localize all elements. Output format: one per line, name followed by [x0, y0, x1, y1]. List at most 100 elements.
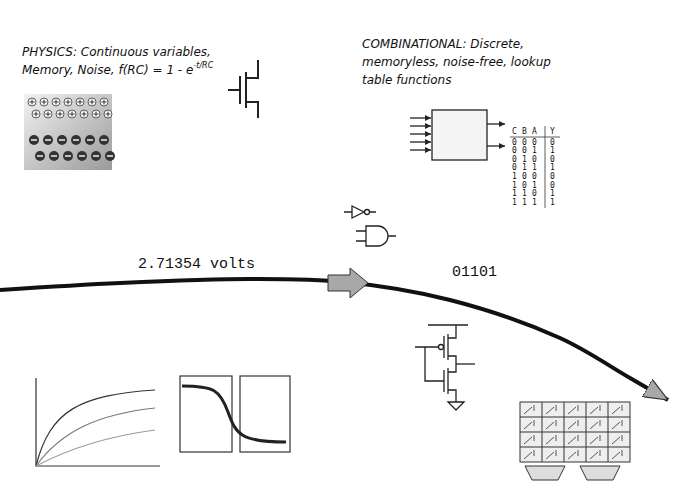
- cmos-schematic: [415, 325, 475, 410]
- semiconductor-lattice-stroke: [66, 100, 71, 105]
- memory-array-stroke: [590, 435, 600, 444]
- semiconductor-lattice-stroke: [94, 112, 99, 117]
- blob-outline: [300, 10, 668, 494]
- semiconductor-lattice-stroke: [65, 155, 71, 156]
- logic-block-stroke: [432, 110, 487, 160]
- semiconductor-lattice-stroke: [42, 100, 47, 105]
- memory-array: [520, 402, 630, 480]
- logic-block-stroke: [487, 123, 505, 124]
- binary-value: 01101: [452, 264, 497, 281]
- truth-table-cell: 0: [550, 182, 555, 190]
- memory-array-stroke: [546, 450, 556, 459]
- truth-table-rules-stroke: [545, 126, 546, 208]
- region-heading: PHYSICS: Continuous variables, Memory, N…: [22, 45, 211, 77]
- semiconductor-lattice-stroke: [63, 151, 73, 161]
- semiconductor-lattice-stroke: [79, 155, 85, 156]
- semiconductor-lattice-stroke: [78, 100, 83, 105]
- truth-table-cell: 0: [522, 182, 527, 190]
- truth-table-cell: 0: [512, 139, 517, 147]
- truth-table-cell: 1: [522, 164, 527, 172]
- truth-table-cell: 0: [522, 147, 527, 155]
- truth-table-cell: 1: [550, 199, 555, 207]
- memory-array-stroke: [580, 466, 620, 480]
- rc-curve-graph-stroke: [36, 378, 160, 466]
- semiconductor-lattice-stroke: [29, 135, 39, 145]
- memory-array-stroke: [612, 405, 622, 414]
- cmos-schematic-stroke: [415, 347, 444, 381]
- semiconductor-lattice-stroke: [107, 155, 113, 156]
- voltage-value: 2.71354 volts: [138, 256, 255, 273]
- truth-table-cell: 1: [522, 199, 527, 207]
- memory-array-stroke: [520, 447, 630, 448]
- semiconductor-lattice-stroke: [46, 112, 51, 117]
- semiconductor-lattice-stroke: [57, 135, 67, 145]
- semiconductor-lattice-stroke: [51, 155, 57, 156]
- transistor-symbol: [228, 60, 258, 118]
- memory-array-stroke: [564, 402, 565, 462]
- rc-curve-graph-stroke: [36, 390, 155, 466]
- exponent-text: -t/RC: [193, 61, 213, 70]
- truth-table-rules: [510, 126, 560, 208]
- semiconductor-lattice-stroke: [32, 110, 40, 118]
- semiconductor-lattice-stroke: [54, 100, 59, 105]
- semiconductor-lattice-stroke: [31, 139, 37, 140]
- memory-array-stroke: [524, 435, 534, 444]
- truth-table-cell: 0: [532, 173, 537, 181]
- logic-gates-stroke: [352, 206, 364, 218]
- semiconductor-lattice-stroke: [82, 112, 87, 117]
- truth-table-cell: 1: [550, 164, 555, 172]
- memory-array-stroke: [590, 450, 600, 459]
- transfer-curve: [180, 376, 290, 452]
- memory-array-stroke: [546, 435, 556, 444]
- logic-block-stroke: [487, 145, 505, 146]
- memory-array-stroke: [568, 405, 578, 414]
- truth-table-cell: A: [532, 128, 537, 136]
- memory-array-stroke: [520, 402, 630, 462]
- semiconductor-lattice-stroke: [59, 139, 65, 140]
- truth-table-cell: 1: [550, 147, 555, 155]
- rc-curve-graph: [36, 378, 160, 466]
- rc-curve-graph-stroke: [36, 430, 155, 466]
- logic-block-stroke: [410, 125, 431, 126]
- memory-array-stroke: [568, 450, 578, 459]
- rc-curve-graph-stroke: [36, 408, 155, 466]
- semiconductor-lattice-stroke: [35, 151, 45, 161]
- logic-block-stroke: [410, 149, 431, 150]
- truth-table-cell: 1: [532, 164, 537, 172]
- logic-gates: [344, 206, 396, 246]
- blob-shape: [0, 3, 345, 494]
- memory-array-stroke: [612, 435, 622, 444]
- memory-array-stroke: [520, 417, 630, 418]
- truth-table-cell: 0: [532, 156, 537, 164]
- memory-array-stroke: [524, 405, 534, 414]
- region-blob: PHYSICS: Continuous variables, Memory, N…: [0, 0, 365, 494]
- semiconductor-lattice-stroke: [43, 135, 53, 145]
- semiconductor-lattice-stroke: [93, 155, 99, 156]
- truth-table-cell: 0: [522, 173, 527, 181]
- cmos-schematic-stroke: [439, 345, 444, 350]
- truth-table-cell: 0: [550, 173, 555, 181]
- truth-table-cell: 0: [512, 164, 517, 172]
- semiconductor-lattice-stroke: [34, 112, 39, 117]
- blob-shape: [322, 10, 664, 494]
- truth-table-cell: 1: [532, 199, 537, 207]
- semiconductor-lattice-stroke: [68, 110, 76, 118]
- logic-block: [410, 110, 505, 160]
- signal-flow-line: [0, 279, 668, 400]
- semiconductor-lattice-stroke: [45, 139, 51, 140]
- semiconductor-lattice-stroke: [92, 110, 100, 118]
- memory-array-stroke: [590, 420, 600, 429]
- truth-table-cell: 1: [512, 190, 517, 198]
- truth-table-cell: 0: [532, 139, 537, 147]
- truth-table-cell: 0: [532, 190, 537, 198]
- truth-table-cell: 1: [532, 182, 537, 190]
- semiconductor-lattice-stroke: [70, 112, 75, 117]
- memory-array-stroke: [524, 450, 534, 459]
- truth-table-cell: 1: [522, 190, 527, 198]
- semiconductor-lattice-stroke: [91, 151, 101, 161]
- semiconductor-lattice-stroke: [102, 100, 107, 105]
- semiconductor-lattice-stroke: [101, 139, 107, 140]
- truth-table-cell: 0: [550, 156, 555, 164]
- region-heading: COMBINATIONAL: Discrete, memoryless, noi…: [362, 37, 551, 87]
- transistor-symbol-stroke: [228, 60, 258, 118]
